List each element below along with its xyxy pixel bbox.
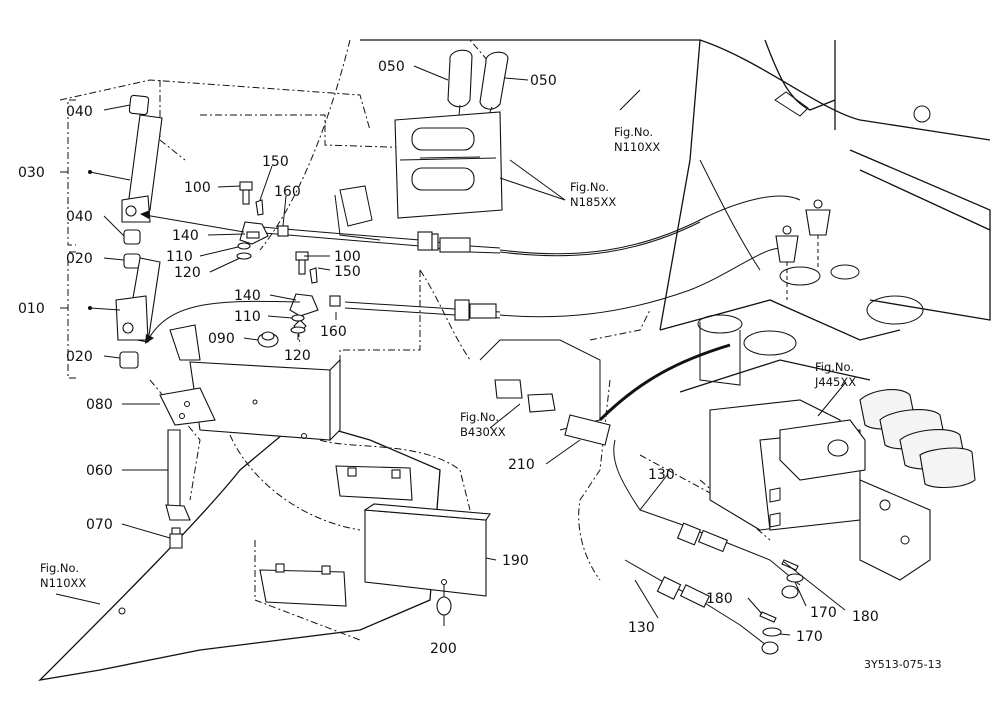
wiring-harness-bracket xyxy=(479,339,731,446)
pins-150 xyxy=(255,199,318,284)
callout-120-upper: 120 xyxy=(174,265,201,281)
rod-060 xyxy=(165,429,191,521)
callout-070: 070 xyxy=(86,517,113,533)
rubber-pad-upper xyxy=(335,465,413,501)
valve-cable-upper xyxy=(613,439,801,599)
callout-140-upper: 140 xyxy=(172,228,199,244)
callout-130-upper: 130 xyxy=(648,467,675,483)
callout-160-upper: 160 xyxy=(274,184,301,200)
callout-170-lower: 170 xyxy=(796,629,823,645)
nut-090 xyxy=(257,331,279,348)
callout-180-right: 180 xyxy=(852,609,879,625)
bracket-plate xyxy=(159,324,341,442)
assembly-brackets xyxy=(60,99,76,379)
valve-cable-lower xyxy=(624,559,779,655)
callout-180-left: 180 xyxy=(706,591,733,607)
callout-140-lower: 140 xyxy=(234,288,261,304)
washers-110-120 xyxy=(236,242,306,334)
callout-130-lower: 130 xyxy=(628,620,655,636)
upper-control-cable xyxy=(249,195,801,257)
fig-ref-n110-left-number: N110XX xyxy=(40,576,86,590)
fig-ref-b430-number: B430XX xyxy=(460,425,506,439)
fig-ref-n185-number: N185XX xyxy=(570,195,616,209)
callout-080: 080 xyxy=(86,397,113,413)
chassis-outline xyxy=(38,39,991,681)
fig-ref-n110-top-label: Fig.No. xyxy=(614,125,653,139)
callout-100-lower: 100 xyxy=(334,249,361,265)
callout-010: 010 xyxy=(18,301,45,317)
cover-plate xyxy=(363,503,491,597)
cable-connectors xyxy=(775,199,831,300)
bolt-070 xyxy=(169,527,183,549)
callout-060: 060 xyxy=(86,463,113,479)
callout-020-top: 020 xyxy=(66,251,93,267)
fig-ref-n110-left-label: Fig.No. xyxy=(40,561,79,575)
callout-030: 030 xyxy=(18,165,45,181)
lower-lever-arm xyxy=(115,253,161,369)
callout-040-bottom: 040 xyxy=(66,209,93,225)
rubber-pad-lower xyxy=(259,563,347,607)
cable-arrows xyxy=(140,210,301,344)
callout-040-top: 040 xyxy=(66,104,93,120)
callout-150-upper: 150 xyxy=(262,154,289,170)
callout-170-upper: 170 xyxy=(810,605,837,621)
callout-150-lower: 150 xyxy=(334,264,361,280)
fig-ref-j445-label: Fig.No. xyxy=(815,360,854,374)
bolt-100-upper xyxy=(239,181,253,205)
callout-050-left: 050 xyxy=(378,59,405,75)
drawing-number: 3Y513-075-13 xyxy=(864,658,942,671)
figure-references: Fig.No. N110XX Fig.No. N185XX Fig.No. B4… xyxy=(40,125,856,590)
washers-170-180 xyxy=(759,559,804,637)
callout-200: 200 xyxy=(430,641,457,657)
control-valve-block xyxy=(709,389,976,581)
callout-120-lower: 120 xyxy=(284,348,311,364)
fig-ref-j445-number: J445XX xyxy=(814,375,856,389)
callout-110-lower: 110 xyxy=(234,309,261,325)
fig-ref-n185-label: Fig.No. xyxy=(570,180,609,194)
leader-lines xyxy=(55,65,847,636)
callout-090: 090 xyxy=(208,331,235,347)
bolt-100-lower xyxy=(295,251,309,275)
callout-labels: 040 030 040 020 010 020 100 150 160 140 … xyxy=(18,59,879,657)
callout-160-lower: 160 xyxy=(320,324,347,340)
callout-110-upper: 110 xyxy=(166,249,193,265)
fig-ref-n110-top-number: N110XX xyxy=(614,140,660,154)
fig-ref-b430-label: Fig.No. xyxy=(460,410,499,424)
callout-020-bottom: 020 xyxy=(66,349,93,365)
callout-210: 210 xyxy=(508,457,535,473)
callout-190: 190 xyxy=(502,553,529,569)
callout-050-right: 050 xyxy=(530,73,557,89)
shift-guide-plate xyxy=(394,111,503,219)
callout-100-upper: 100 xyxy=(184,180,211,196)
upper-lever-arm xyxy=(121,94,163,245)
floor-slots xyxy=(334,185,381,241)
lower-control-cable xyxy=(344,247,791,321)
